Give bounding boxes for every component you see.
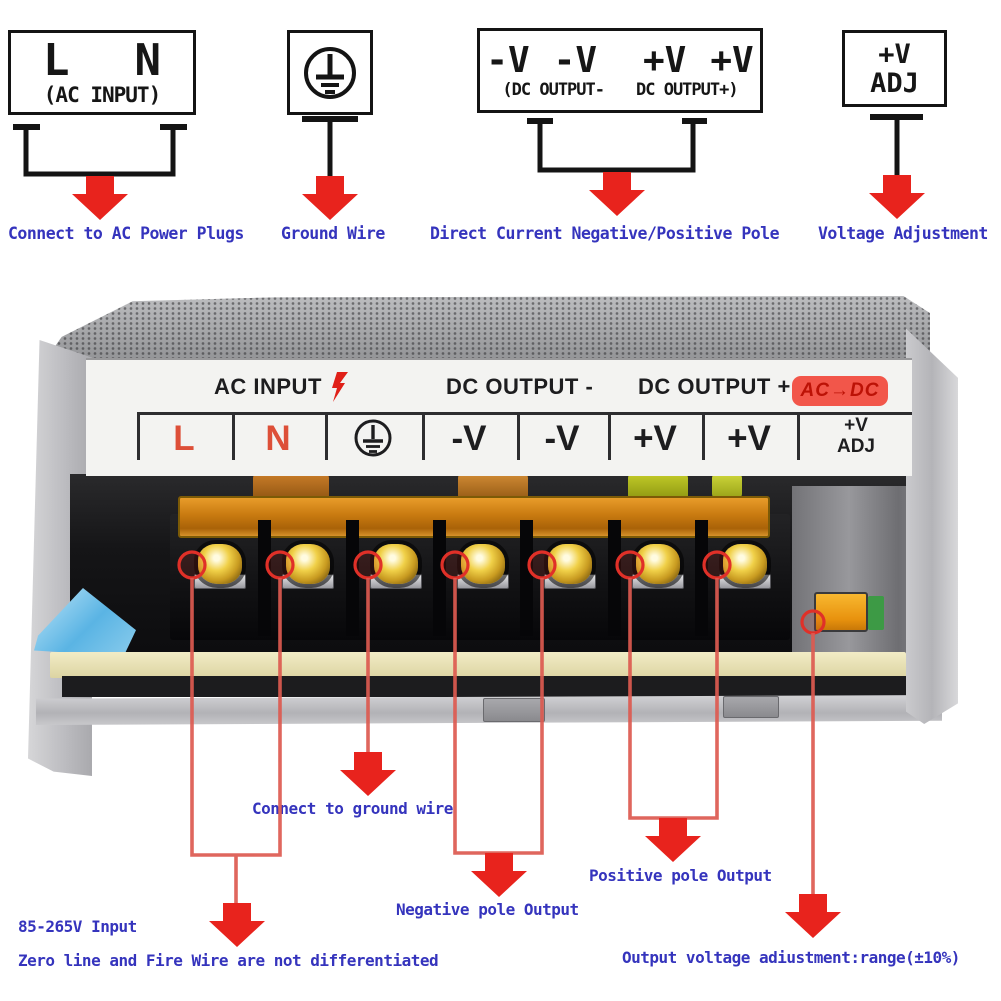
- legend-dc-neg-sub: (DC OUTPUT-: [502, 79, 605, 100]
- caption-ac-power-plugs: Connect to AC Power Plugs: [8, 224, 244, 243]
- legend-ac-input-sub: (AC INPUT): [43, 82, 161, 107]
- legend-posv-2: +V: [710, 39, 754, 81]
- caption-voltage-adjustment: Voltage Adjustment: [818, 224, 988, 243]
- legend-box-voltage-adj: +V ADJ: [842, 30, 947, 107]
- panel-cell-divider: [232, 414, 235, 460]
- terminal-screw-l: [198, 544, 242, 584]
- capacitor-yellow: [712, 474, 742, 498]
- annotation-positive-pole: Positive pole Output: [589, 866, 772, 885]
- terminal-slot-gap: [520, 520, 533, 636]
- panel-terminal-negv2: -V: [544, 419, 580, 458]
- lightning-icon: [331, 372, 348, 402]
- transformer-winding: [458, 474, 528, 500]
- legend-posv-1: +V: [643, 39, 687, 81]
- panel-terminal-adj: +V ADJ: [814, 415, 898, 457]
- panel-header-dc-output-pos: DC OUTPUT +: [638, 374, 791, 399]
- terminal-screw-posv1: [636, 544, 680, 584]
- panel-terminal-n: N: [265, 419, 291, 458]
- psu-label-panel: AC INPUT DC OUTPUT - DC OUTPUT + AC→DC L…: [86, 358, 912, 476]
- annotation-ground-wire: Connect to ground wire: [252, 799, 453, 818]
- terminal-screw-n: [286, 544, 330, 584]
- psu-case-right: [906, 328, 958, 724]
- legend-box-dc-output: -V -V +V +V (DC OUTPUT- DC OUTPUT+): [477, 28, 763, 113]
- terminal-cover-amber: [178, 496, 770, 538]
- caption-dc-poles: Direct Current Negative/Positive Pole: [430, 224, 780, 243]
- mounting-tab: [483, 698, 545, 722]
- ground-symbol-icon: [304, 46, 356, 99]
- pcb-edge: [50, 652, 906, 678]
- annotation-output-voltage-adj: Output voltage adiustment:range(±10%): [622, 948, 960, 967]
- terminal-slot-gap: [346, 520, 359, 636]
- legend-l-label: L: [43, 34, 70, 86]
- panel-header-dc-output-neg: DC OUTPUT -: [446, 374, 594, 399]
- psu-interior: [70, 474, 934, 662]
- panel-header-ac-input: AC INPUT: [214, 374, 322, 399]
- legend-n-label: N: [134, 34, 162, 86]
- psu-vent-top: [44, 296, 930, 362]
- panel-cell-divider: [608, 414, 611, 460]
- panel-cell-divider: [422, 414, 425, 460]
- panel-terminal-negv1: -V: [451, 419, 487, 458]
- panel-cell-divider: [517, 414, 520, 460]
- mounting-tab: [723, 696, 779, 718]
- terminal-slot-gap: [258, 520, 271, 636]
- panel-ground-symbol-icon: [354, 419, 392, 457]
- potentiometer-green-part: [868, 596, 884, 630]
- panel-terminal-posv1: +V: [633, 419, 677, 458]
- legend-bracket-lines: [13, 114, 923, 177]
- terminal-screw-negv1: [461, 544, 505, 584]
- panel-cell-divider: [797, 414, 800, 460]
- caption-ground-wire: Ground Wire: [281, 224, 385, 243]
- annotation-input-voltage: 85-265V Input: [18, 917, 137, 936]
- annotation-zero-fire-wire: Zero line and Fire Wire are not differen…: [18, 951, 439, 970]
- annotation-negative-pole: Negative pole Output: [396, 900, 579, 919]
- voltage-adjust-potentiometer: [814, 592, 868, 632]
- panel-terminal-posv2: +V: [727, 419, 771, 458]
- power-supply-photo: AC INPUT DC OUTPUT - DC OUTPUT + AC→DC L…: [28, 296, 958, 776]
- panel-adj-line1: +V: [844, 415, 868, 436]
- legend-negv-2: -V: [553, 39, 597, 81]
- panel-grid-line: [137, 412, 912, 415]
- panel-terminal-l: L: [173, 419, 195, 458]
- legend-box-ground: [287, 30, 373, 115]
- legend-adj-line2: ADJ: [870, 67, 919, 99]
- terminal-screw-ground: [374, 544, 418, 584]
- ac-dc-badge: AC→DC: [792, 376, 888, 406]
- terminal-slot-gap: [433, 520, 446, 636]
- legend-adj-line1: +V: [878, 38, 911, 70]
- panel-cell-divider: [137, 414, 140, 460]
- legend-box-ac-input: L N (AC INPUT): [8, 30, 196, 115]
- panel-cell-divider: [702, 414, 705, 460]
- terminal-slot-gap: [695, 520, 708, 636]
- panel-cell-divider: [325, 414, 328, 460]
- terminal-slot-gap: [608, 520, 621, 636]
- psu-under-shadow: [62, 676, 920, 697]
- panel-adj-line2: ADJ: [836, 436, 875, 457]
- legend-dc-pos-sub: DC OUTPUT+): [636, 79, 739, 100]
- terminal-screw-negv2: [548, 544, 592, 584]
- terminal-screw-posv2: [723, 544, 767, 584]
- legend-negv-1: -V: [486, 39, 530, 81]
